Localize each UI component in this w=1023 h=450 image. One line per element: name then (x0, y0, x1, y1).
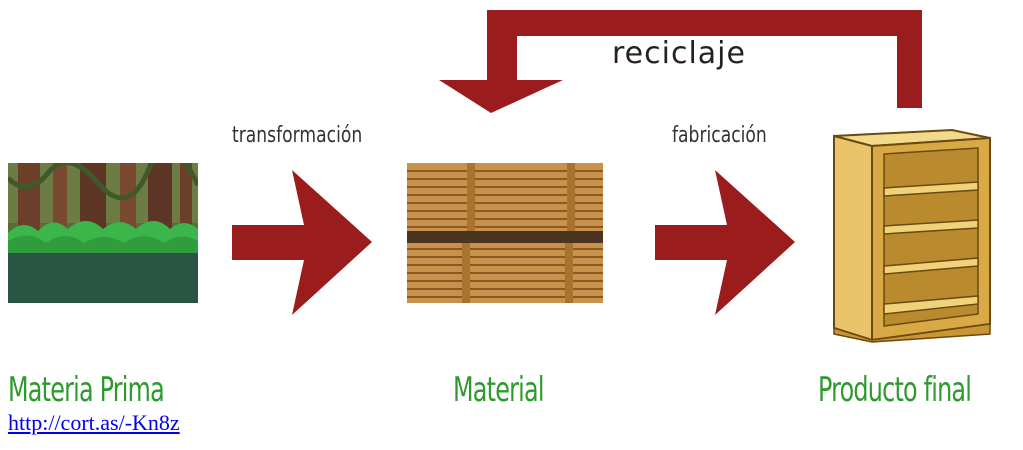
lumber-stack-image (407, 163, 603, 303)
stage-label-producto-final: Producto final (818, 370, 972, 410)
forest-image (8, 163, 198, 303)
transformation-arrow (232, 170, 372, 315)
bookshelf-image (833, 128, 991, 343)
fabrication-arrow (655, 170, 795, 315)
stage-label-material: Material (453, 370, 544, 410)
source-link[interactable]: http://cort.as/-Kn8z (8, 410, 180, 435)
stage-label-materia-prima: Materia Prima (8, 370, 165, 410)
arrow-label-fabricacion: fabricación (672, 123, 767, 148)
recycle-label: reciclaje (612, 36, 746, 71)
arrow-label-transformacion: transformación (232, 123, 363, 148)
